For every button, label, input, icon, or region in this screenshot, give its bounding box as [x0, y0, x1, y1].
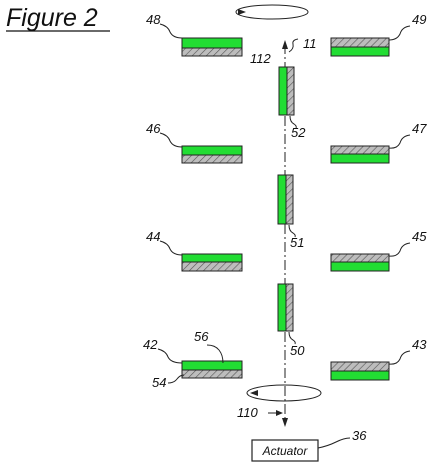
bottom-rotation-arrow-icon [250, 390, 258, 396]
ref-51-leader [288, 224, 296, 238]
ref-110-label: 110 [237, 405, 258, 420]
ref-36-leader [317, 437, 351, 449]
ref-49-leader [388, 25, 411, 41]
ref-48-leader [159, 23, 183, 39]
ref-44-leader [159, 240, 183, 256]
center-plate-52 [278, 66, 295, 116]
ref-52-label: 52 [291, 125, 306, 140]
ref-50-leader [288, 331, 296, 345]
ref-48-label: 48 [146, 12, 161, 27]
plate-46 [181, 145, 243, 164]
center-plate-51 [277, 174, 294, 225]
ref-42-leader [157, 348, 183, 364]
plate-47 [330, 145, 390, 164]
ref-11-label: 11 [303, 36, 317, 51]
ref-42-label: 42 [143, 337, 158, 352]
ref-43-leader [388, 350, 411, 365]
ref-43-label: 43 [412, 337, 427, 352]
ref-47-label: 47 [412, 121, 427, 136]
figure-title: Figure 2 [6, 4, 98, 32]
ref-44-label: 44 [146, 229, 160, 244]
ref-56-leader [206, 344, 224, 364]
plate-42 [181, 360, 243, 379]
ref-112-label: 112 [250, 51, 271, 66]
axis-arrow-down-icon [282, 418, 288, 427]
bottom-rotation-ellipse [246, 384, 322, 402]
ref-49-label: 49 [412, 12, 426, 27]
center-plate-50 [277, 283, 294, 332]
ref-54-leader [167, 374, 185, 384]
plate-48 [181, 37, 243, 57]
actuator-label: Actuator [262, 444, 309, 458]
ref-45-leader [388, 242, 411, 257]
ref-46-leader [159, 132, 183, 148]
ref-56-label: 56 [194, 329, 209, 344]
plate-49 [330, 37, 390, 57]
ref-54-label: 54 [152, 375, 166, 390]
ref-47-leader [388, 134, 411, 149]
plate-45 [330, 253, 390, 272]
top-rotation-arrow-icon [238, 9, 246, 15]
actuator-box [251, 439, 319, 462]
top-rotation-ellipse [235, 4, 309, 20]
ref-45-label: 45 [412, 229, 427, 244]
ref-51-label: 51 [290, 235, 304, 250]
ref-52-leader [289, 115, 297, 129]
ref-46-label: 46 [146, 121, 161, 136]
plate-43 [330, 361, 390, 381]
ref-36-label: 36 [352, 428, 367, 443]
ref-11-leader [288, 38, 299, 53]
ref-50-label: 50 [290, 343, 305, 358]
ref-110-arrow-head-icon [276, 410, 283, 416]
axis-arrow-up-icon [282, 40, 288, 49]
plate-44 [181, 253, 243, 272]
